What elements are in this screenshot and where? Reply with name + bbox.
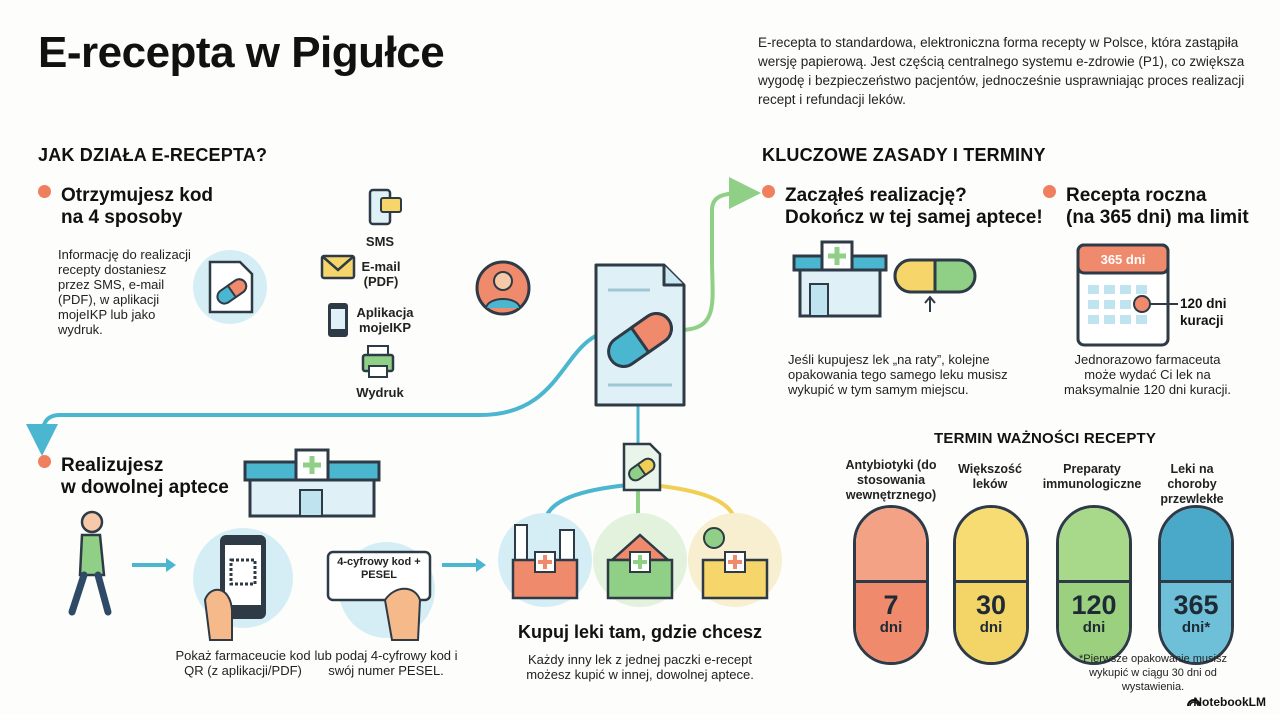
caption-give-pesel: lub podaj 4-cyfrowy kod i swój numer PES… xyxy=(314,648,458,678)
small-prescription-icon xyxy=(622,442,662,492)
arrow-icon xyxy=(132,558,176,572)
pharmacy-with-capsule-icon xyxy=(792,240,977,318)
prescription-paper-icon xyxy=(193,250,267,324)
buy-anywhere-title: Kupuj leki tam, gdzie chcesz xyxy=(517,622,763,642)
arrow-icon xyxy=(442,558,486,572)
flow-line-to-rules xyxy=(679,177,761,332)
flow-line-to-pharmacy xyxy=(26,328,621,456)
validity-pill-immunological: 120 dni xyxy=(1056,505,1132,665)
rule-same-pharmacy-title: Zacząłeś realizację? Dokończ w tej samej… xyxy=(762,185,1043,229)
printer-icon xyxy=(361,345,395,378)
rule-annual-limit-title: Recepta roczna (na 365 dni) ma limit xyxy=(1043,185,1249,229)
buy-anywhere-body: Każdy inny lek z jednej paczki e-recept … xyxy=(526,652,754,682)
page-title: E-recepta w Pigułce xyxy=(38,28,445,77)
bullet-dot xyxy=(38,455,51,468)
bullet-dot xyxy=(762,185,775,198)
step-receive-code-title: Otrzymujesz kod na 4 sposoby xyxy=(38,185,213,229)
phone-qr-code-icon xyxy=(193,528,293,641)
rule-same-pharmacy-body: Jeśli kupujesz lek „na raty”, kolejne op… xyxy=(788,352,1008,397)
walking-person-icon xyxy=(68,510,112,616)
channel-print-label: Wydruk xyxy=(356,385,404,400)
validity-pill-chronic: 365 dni* xyxy=(1158,505,1234,665)
intro-text: E-recepta to standardowa, elektroniczna … xyxy=(758,35,1245,107)
bullet-dot xyxy=(1043,185,1056,198)
village-pharmacy-icon xyxy=(593,513,687,607)
validity-pill-antibiotics: 7 dni xyxy=(853,505,929,665)
calendar-icon xyxy=(1076,243,1178,347)
city-pharmacy-icon xyxy=(498,513,592,607)
rule-annual-limit-body: Jednorazowo farmaceuta może wydać Ci lek… xyxy=(1064,352,1231,397)
channel-sms-label: SMS xyxy=(365,234,395,249)
brand-badge: NotebookLM xyxy=(1193,695,1266,709)
step-redeem-title: Realizujesz w dowolnej aptece xyxy=(38,455,229,499)
e-prescription-document-icon xyxy=(594,263,686,407)
validity-pill-most: 30 dni xyxy=(953,505,1029,665)
envelope-icon xyxy=(320,254,356,280)
patient-avatar-icon xyxy=(475,260,531,316)
validity-label-antibiotics: Antybiotyki (do stosowania wewnętrznego) xyxy=(845,458,937,502)
validity-label-most: Większość leków xyxy=(958,462,1022,491)
pharmacy-building-icon xyxy=(243,448,381,518)
phone-message-icon xyxy=(368,188,402,226)
channel-email-label: E-mail (PDF) xyxy=(361,259,401,289)
calendar-label: 365 dni xyxy=(1100,252,1146,267)
app-phone-icon xyxy=(328,303,348,337)
validity-label-immunological: Preparaty immunologiczne xyxy=(1042,462,1142,491)
channel-app-label: Aplikacja mojeIKP xyxy=(356,305,414,335)
step-receive-code-body: Informację do realizacji recepty dostani… xyxy=(58,247,191,337)
calendar-callout: 120 dni kuracji xyxy=(1180,296,1227,328)
pesel-card-text: 4-cyfrowy kod + PESEL xyxy=(337,556,421,581)
validity-label-chronic: Leki na choroby przewlekłe xyxy=(1160,462,1224,506)
notebooklm-logo-icon xyxy=(1187,699,1201,707)
section-heading-how-it-works: JAK DZIAŁA E-RECEPTA? xyxy=(38,145,268,165)
rural-pharmacy-icon xyxy=(688,513,782,607)
section-heading-rules: KLUCZOWE ZASADY I TERMINY xyxy=(762,145,1046,165)
validity-heading: TERMIN WAŻNOŚCI RECEPTY xyxy=(934,430,1157,447)
bullet-dot xyxy=(38,185,51,198)
pesel-card-icon xyxy=(326,542,435,641)
caption-show-qr: Pokaż farmaceucie kod QR (z aplikacji/PD… xyxy=(175,648,311,678)
validity-footnote: *Pierwsze opakowanie musisz wykupić w ci… xyxy=(1079,653,1227,693)
